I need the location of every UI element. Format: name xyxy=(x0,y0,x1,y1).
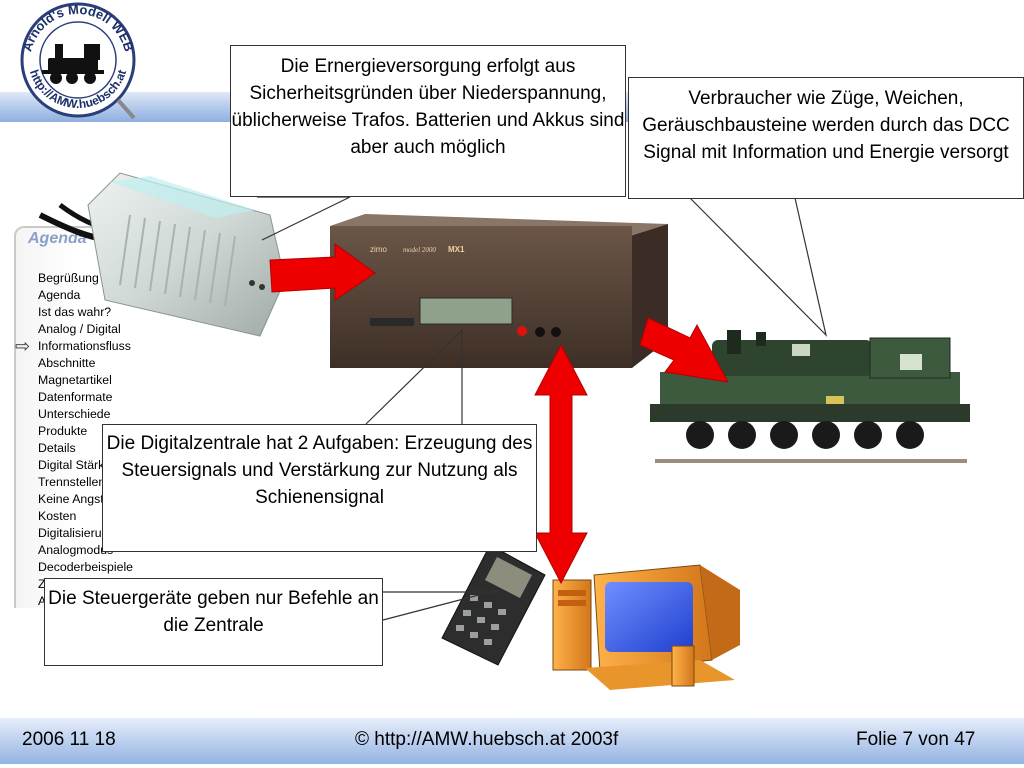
agenda-item[interactable]: Trennstellen xyxy=(38,475,106,489)
device-model-label: model 2000 xyxy=(403,246,436,254)
agenda-item[interactable]: Unterschiede xyxy=(38,407,111,421)
current-item-arrow-icon: ⇨ xyxy=(15,336,31,356)
callout-pointers xyxy=(257,196,828,621)
locomotive-image xyxy=(650,330,970,463)
arrow-central-controllers xyxy=(534,343,588,585)
footer-date: 2006 11 18 xyxy=(22,729,116,750)
footer-slide-number: Folie 7 von 47 xyxy=(856,729,976,750)
agenda-item[interactable]: Begrüßung xyxy=(38,271,99,285)
agenda-item[interactable]: Digitalisierung xyxy=(38,526,116,540)
agenda-item[interactable]: Produkte xyxy=(38,424,88,438)
agenda-item[interactable]: Ist das wahr? xyxy=(38,305,112,319)
agenda-item[interactable]: Keine Angst xyxy=(38,492,104,506)
flow-arrows xyxy=(269,243,729,585)
digital-central-image: zimo model 2000 MX1 xyxy=(330,214,668,368)
device-type-label: MX1 xyxy=(448,245,465,254)
callout-power-supply: Die Ernergieversorgung erfolgt aus Siche… xyxy=(230,45,626,197)
callout-digital-central: Die Digitalzentrale hat 2 Aufgaben: Erze… xyxy=(102,424,537,552)
transformer-image xyxy=(38,172,286,337)
agenda-item[interactable]: Digital Stärken xyxy=(38,458,118,472)
agenda-item[interactable]: Magnetartikel xyxy=(38,373,112,387)
logo-locomotive-icon xyxy=(42,44,104,84)
agenda-title: Agenda xyxy=(28,230,87,247)
agenda-item[interactable]: Informationsfluss xyxy=(38,339,131,353)
arrow-power-to-central xyxy=(269,243,376,301)
agenda-item[interactable]: Datenformate xyxy=(38,390,113,404)
footer-copyright: © http://AMW.huebsch.at 2003f xyxy=(355,729,619,750)
device-power-led-icon xyxy=(517,326,527,336)
footer-band xyxy=(0,718,1024,764)
logo: Arnold's Modell WEB http://AMW.huebsch.a… xyxy=(19,2,137,120)
computer-image xyxy=(552,564,740,690)
agenda-item[interactable]: Analogmodus xyxy=(38,543,114,557)
device-brand-label: zimo xyxy=(370,245,387,254)
agenda-item[interactable]: Kosten xyxy=(38,509,77,523)
handheld-controller-image xyxy=(441,544,546,666)
agenda-item[interactable]: Analog / Digital xyxy=(38,322,121,336)
agenda-item[interactable]: Decoderbeispiele xyxy=(38,560,134,574)
agenda-item[interactable]: Details xyxy=(38,441,76,455)
callout-controllers: Die Steuergeräte geben nur Befehle an di… xyxy=(44,578,383,666)
agenda-item[interactable]: Agenda xyxy=(38,288,81,302)
agenda-item[interactable]: Abschnitte xyxy=(38,356,96,370)
arrow-central-to-loco xyxy=(639,317,729,383)
callout-consumers: Verbraucher wie Züge, Weichen, Geräuschb… xyxy=(628,77,1024,199)
